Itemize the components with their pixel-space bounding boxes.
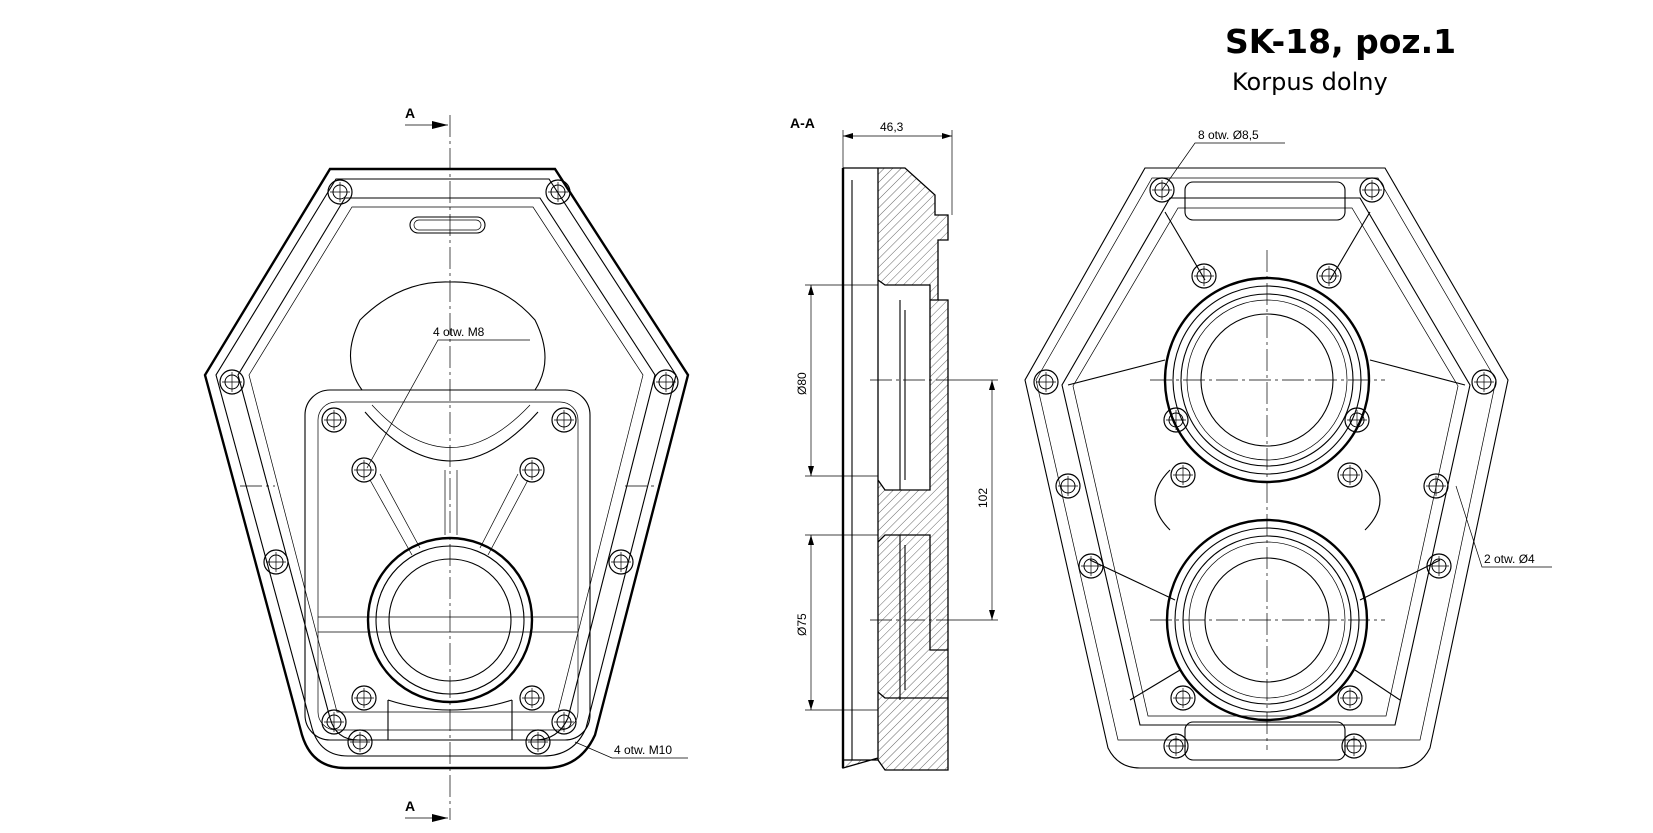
dim-d80-arrow-t xyxy=(808,285,814,295)
label-m10-holes: 4 otw. M10 xyxy=(614,743,672,757)
leader-m8 xyxy=(366,339,530,469)
section-profile xyxy=(842,167,949,771)
left-rib-d4 xyxy=(479,473,519,549)
dim-width-arrow-l xyxy=(843,133,853,139)
drawing-title: SK-18, poz.1 xyxy=(1225,22,1457,61)
left-view: A A 4 otw. M8 4 otw. M10 xyxy=(203,105,690,822)
section-view: A-A 46,3 Ø80 Ø75 xyxy=(790,115,998,771)
section-mark-top: A xyxy=(405,105,415,121)
right-hole-d4-1 xyxy=(1055,473,1081,499)
right-hole-d85-4 xyxy=(1471,369,1497,395)
label-d4-holes: 2 otw. Ø4 xyxy=(1484,552,1535,566)
left-inner-rim xyxy=(237,197,656,741)
left-inner-plate xyxy=(304,389,591,741)
right-boss-12 xyxy=(1337,462,1363,488)
right-boss-14 xyxy=(1344,407,1370,433)
left-hole-m10-tr xyxy=(551,407,577,433)
right-boss-10 xyxy=(1316,263,1342,289)
section-title: A-A xyxy=(790,115,815,131)
right-boss-15 xyxy=(1170,685,1196,711)
dim-102-arrow-b xyxy=(989,610,995,620)
left-inner-plate-2 xyxy=(317,401,579,731)
left-boss-bl xyxy=(347,729,373,755)
right-hole-d85-6 xyxy=(1426,553,1452,579)
dim-width-arrow-r xyxy=(942,133,952,139)
left-boss-lr xyxy=(608,549,634,575)
leader-d85 xyxy=(1161,142,1285,191)
left-rib-d2 xyxy=(379,473,421,549)
left-boss-ll xyxy=(263,549,289,575)
left-dome-arc xyxy=(364,411,539,462)
left-boss-mr xyxy=(653,369,679,395)
right-outer-contour-2 xyxy=(1035,177,1497,741)
right-rib-3 xyxy=(1067,359,1166,386)
left-boss-tr xyxy=(545,179,571,205)
right-boss-9 xyxy=(1191,263,1217,289)
left-hole-m8-4 xyxy=(519,685,545,711)
right-view: 8 otw. Ø8,5 2 otw. Ø4 xyxy=(1024,128,1552,769)
left-outer-contour xyxy=(203,167,690,770)
right-rib-5 xyxy=(1089,559,1176,601)
dim-d80-arrow-b xyxy=(808,466,814,476)
right-rib-6 xyxy=(1359,559,1441,601)
dim-d80-value: Ø80 xyxy=(795,372,809,395)
label-m8-holes: 4 otw. M8 xyxy=(433,325,485,339)
left-hole-m10-br xyxy=(551,709,577,735)
left-boss-ml xyxy=(219,369,245,395)
leader-m10 xyxy=(574,741,688,759)
right-inner-rim xyxy=(1061,197,1471,726)
right-waist-left xyxy=(1154,469,1171,531)
left-dome-arc-inner xyxy=(371,404,531,448)
right-hole-d4-2 xyxy=(1423,473,1449,499)
left-boss-tl xyxy=(327,179,353,205)
section-mark-bottom: A xyxy=(405,798,415,814)
dim-d75-value: Ø75 xyxy=(795,613,809,636)
left-boss-br xyxy=(525,729,551,755)
right-bottom-pocket xyxy=(1184,721,1346,761)
dim-width-value: 46,3 xyxy=(880,120,904,134)
section-arrow-bottom-head xyxy=(432,814,448,822)
right-hole-d85-8 xyxy=(1341,733,1367,759)
right-boss-11 xyxy=(1170,462,1196,488)
left-rib-d1 xyxy=(369,479,413,556)
right-hole-d85-7 xyxy=(1163,733,1189,759)
left-hole-m10-bl xyxy=(321,709,347,735)
right-rib-7 xyxy=(1129,669,1181,701)
dim-102-value: 102 xyxy=(976,488,990,508)
dim-102-arrow-t xyxy=(989,380,995,390)
left-top-slot xyxy=(409,216,486,234)
dim-d75-arrow-b xyxy=(808,700,814,710)
left-hole-m10-tl xyxy=(321,407,347,433)
right-hole-d85-5 xyxy=(1078,553,1104,579)
right-rib-4 xyxy=(1369,359,1466,386)
left-top-slot-inner xyxy=(413,219,482,231)
section-arrow-top-head xyxy=(432,121,448,129)
drawing-subtitle: Korpus dolny xyxy=(1232,68,1388,96)
right-rib-2 xyxy=(1329,211,1371,281)
right-inner-rim-2 xyxy=(1072,207,1459,717)
right-waist-right xyxy=(1364,469,1381,531)
left-rib-d3 xyxy=(487,479,529,556)
right-rib-1 xyxy=(1164,211,1206,281)
dim-d75-arrow-t xyxy=(808,535,814,545)
right-boss-13 xyxy=(1163,407,1189,433)
leader-d4 xyxy=(1455,485,1552,568)
right-outer-contour xyxy=(1024,167,1509,769)
right-hole-d85-3 xyxy=(1033,369,1059,395)
label-d85-holes: 8 otw. Ø8,5 xyxy=(1198,128,1259,142)
left-hole-m8-3 xyxy=(351,685,377,711)
right-hole-d85-2 xyxy=(1359,177,1385,203)
left-hole-m8-1 xyxy=(351,457,377,483)
right-rib-8 xyxy=(1354,669,1401,701)
left-hole-m8-2 xyxy=(519,457,545,483)
right-boss-16 xyxy=(1337,685,1363,711)
right-top-pocket xyxy=(1184,181,1346,221)
